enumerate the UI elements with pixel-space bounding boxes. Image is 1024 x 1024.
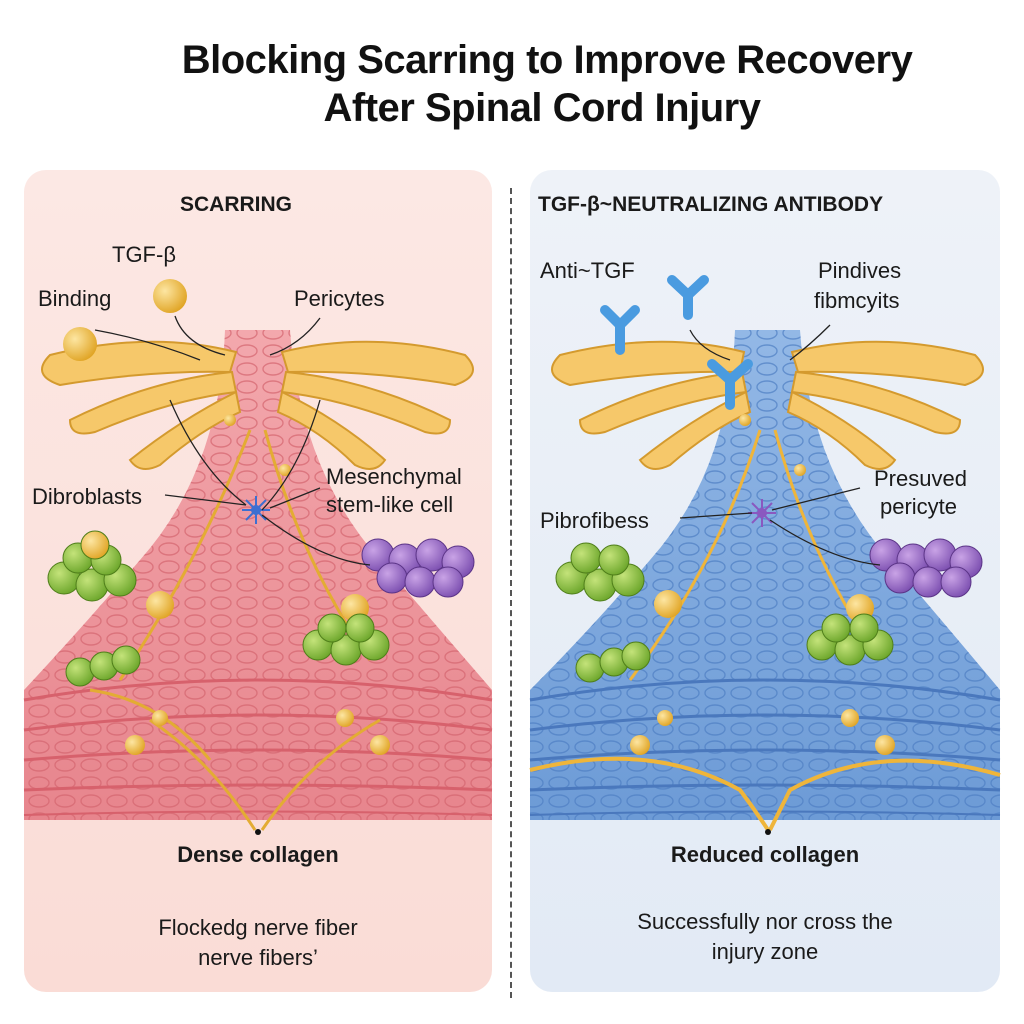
label-presuved-line-2: pericyte: [880, 494, 958, 519]
label-tgf-beta: TGF-β: [112, 242, 176, 267]
label-pericytes: Pericytes: [294, 286, 385, 311]
right-purple-cluster: [869, 538, 983, 598]
label-mesenchymal-line-2: stem-like cell: [326, 492, 454, 517]
left-purple-cluster: [361, 538, 475, 598]
right-green-cluster-1: [555, 542, 645, 602]
label-pindives-line-2: fibmcyits: [814, 288, 900, 313]
left-nerve-roots: [41, 340, 474, 470]
title-line-1: Blocking Scarring to Improve Recovery: [181, 38, 913, 82]
right-bottom-point: [765, 829, 771, 835]
left-mesenchymal-cell: [242, 496, 270, 524]
right-tissue: [529, 330, 1001, 820]
right-pericyte-cell: [748, 499, 776, 527]
label-mesenchymal-line-1: Mesenchymal: [326, 464, 462, 489]
label-pibrofibess: Pibrofibess: [540, 508, 649, 533]
panel-divider: [510, 188, 512, 998]
label-anti-tgf: Anti~TGF: [540, 258, 635, 283]
tgf-beta-molecule: [153, 279, 187, 313]
right-bottom-label: Reduced collagen: [670, 842, 860, 867]
right-caption-line-2: injury zone: [711, 939, 819, 964]
left-green-cluster-2: [65, 645, 141, 687]
right-nodules: [630, 414, 895, 755]
antibody-2: [667, 275, 709, 320]
left-caption-line-1: Flockedg nerve fiber: [158, 915, 358, 940]
right-green-cluster-2: [575, 641, 651, 683]
left-green-cluster-1: [47, 530, 137, 602]
antibody-1: [600, 305, 640, 355]
left-scar-tissue: [23, 330, 493, 820]
antibody-3: [707, 359, 753, 410]
right-panel-heading: TGF-β~NEUTRALIZING ANTIBODY: [538, 193, 884, 216]
left-green-cluster-3: [302, 613, 390, 666]
label-binding: Binding: [38, 286, 112, 311]
left-caption-line-2: nerve fibers’: [198, 945, 318, 970]
right-green-cluster-3: [806, 613, 894, 666]
right-nerve-roots: [551, 340, 984, 470]
label-presuved-line-1: Presuved: [874, 466, 967, 491]
left-bottom-label: Dense collagen: [177, 842, 339, 867]
label-pindives-line-1: Pindives: [818, 258, 902, 283]
left-panel-heading: SCARRING: [180, 193, 293, 216]
binding-molecule: [63, 327, 97, 361]
left-leader-lines: [94, 315, 371, 566]
title-line-2: After Spinal Cord Injury: [323, 86, 761, 130]
right-leader-lines: [679, 324, 881, 566]
left-bottom-point: [255, 829, 261, 835]
label-dibroblasts: Dibroblasts: [32, 484, 143, 509]
right-caption-line-1: Successfully nor cross the: [637, 909, 893, 934]
